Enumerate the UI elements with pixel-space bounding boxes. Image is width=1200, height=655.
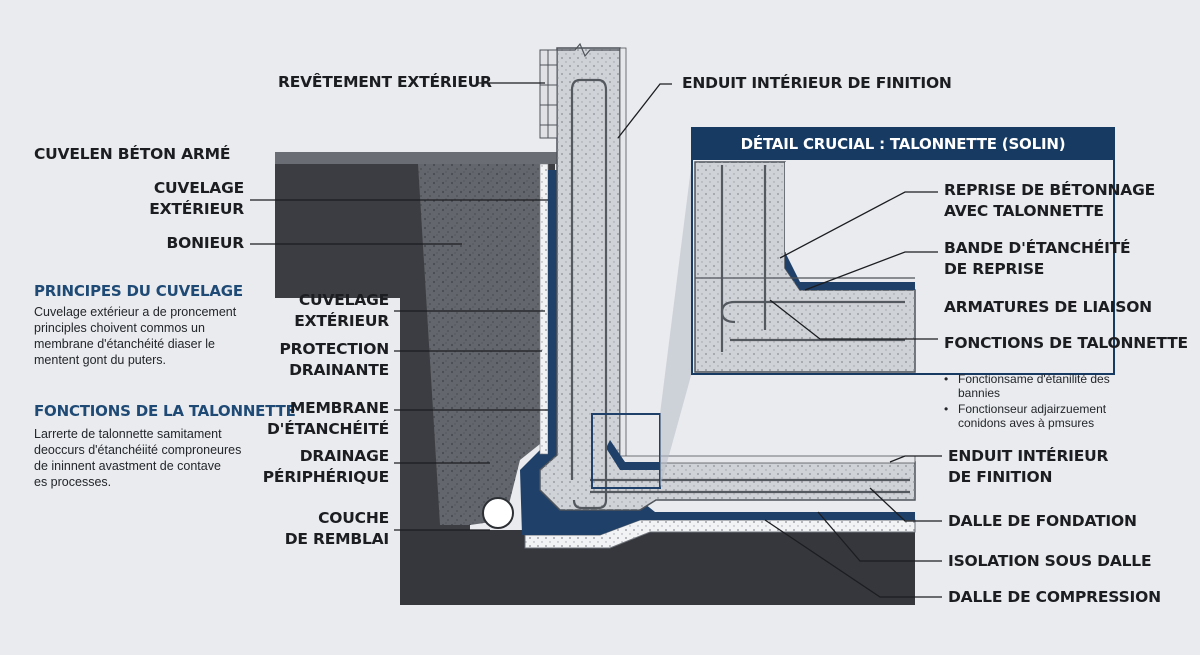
detail-bullets: Fonctionsame d'étanilité des bannies Fon… — [944, 372, 1110, 432]
fonctions-text: Larrerte de talonnette samitament deoccu… — [34, 426, 241, 490]
talonnette-band — [606, 440, 660, 470]
label-line: EXTÉRIEUR — [149, 200, 244, 218]
principes-title: PRINCIPES DU CUVELAGE — [34, 282, 243, 300]
membrane-under-slab — [520, 450, 915, 535]
bullet-item: Fonctionseur adjairzuement conidons aves… — [944, 402, 1110, 430]
label-revetement-exterieur: REVÊTEMENT EXTÉRIEUR — [278, 73, 492, 91]
label-line: D'ÉTANCHÉITÉ — [266, 420, 389, 438]
drain-pipe — [482, 497, 514, 529]
label-drainage-peripherique: DRAINAGE PÉRIPHÉRIQUE — [240, 446, 389, 488]
label-enduit-interieur-top: ENDUIT INTÉRIEUR DE FINITION — [682, 74, 952, 92]
label-bande-etancheite: BANDE D'ÉTANCHÉITÉ DE REPRISE — [944, 238, 1131, 280]
bullet-line: conidons aves à pmsures — [958, 416, 1095, 430]
detail-header: DÉTAIL CRUCIAL : TALONNETTE (SOLIN) — [692, 128, 1114, 160]
text-line: de ininnent avastment de contave — [34, 459, 221, 473]
label-dalle-compression: DALLE DE COMPRESSION — [948, 588, 1161, 606]
label-couche-remblai: COUCHE DE REMBLAI — [240, 508, 389, 550]
label-line: CUVELAGE — [153, 179, 244, 197]
wall-rebars — [570, 78, 910, 510]
text-line: es processes. — [34, 475, 112, 489]
text-line: Cuvelage extérieur a de proncement — [34, 305, 237, 319]
label-isolation-sous-dalle: ISOLATION SOUS DALLE — [948, 552, 1152, 570]
label-reprise-betonnage: REPRISE DE BÉTONNAGE AVEC TALONNETTE — [944, 180, 1155, 222]
label-line: DE REMBLAI — [284, 530, 389, 548]
detail-projection — [660, 160, 692, 488]
label-line: ENDUIT INTÉRIEUR — [948, 447, 1109, 465]
label-line: DRAINANTE — [289, 361, 389, 379]
text-line: deoccurs d'étanchéiité comproneures — [34, 443, 242, 457]
text-line: Larrerte de talonnette samitament — [34, 427, 222, 441]
ground-surface — [275, 152, 557, 164]
label-line: MEMBRANE — [289, 399, 389, 417]
fonctions-title: FONCTIONS DE LA TALONNETTE — [34, 402, 296, 420]
membrane-wall — [548, 170, 557, 455]
principes-text: Cuvelage extérieur a de proncement princ… — [34, 304, 236, 368]
interior-finish-wall — [619, 47, 627, 463]
label-line: PÉRIPHÉRIQUE — [262, 468, 389, 486]
detail-drawing — [694, 161, 916, 373]
bullet-line: Fonctionsame d'étanilité des — [958, 372, 1110, 386]
label-membrane-etancheite: MEMBRANE D'ÉTANCHÉITÉ — [240, 398, 389, 440]
text-line: mentent gont du puters. — [34, 353, 167, 367]
bullet-line: bannies — [958, 386, 1001, 400]
text-line: principles choivent commos un — [34, 321, 205, 335]
label-dalle-fondation: DALLE DE FONDATION — [948, 512, 1137, 530]
bullet-line: Fonctionseur adjairzuement — [958, 402, 1107, 416]
label-line: BANDE D'ÉTANCHÉITÉ — [944, 239, 1131, 257]
leader-lines — [250, 82, 942, 598]
label-line: AVEC TALONNETTE — [944, 202, 1104, 220]
soil-lower — [400, 530, 915, 605]
bullet-item: Fonctionsame d'étanilité des bannies — [944, 372, 1110, 400]
label-line: DE FINITION — [948, 468, 1053, 486]
label-line: REPRISE DE BÉTONNAGE — [944, 181, 1155, 199]
label-cuvelen-beton: CUVELEN BÉTON ARMÉ — [34, 145, 231, 163]
label-cuvelage-exterieur-1: CUVELAGE EXTÉRIEUR — [100, 178, 244, 220]
label-line: DRAINAGE — [299, 447, 389, 465]
label-cuvelage-exterieur-2: CUVELAGE EXTÉRIEUR — [240, 290, 389, 332]
label-enduit-interieur-right: ENDUIT INTÉRIEUR DE FINITION — [948, 446, 1108, 488]
text-line: membrane d'étanchéité diaser le — [34, 337, 215, 351]
label-line: DE REPRISE — [944, 260, 1045, 278]
label-fonctions-talonnette: FONCTIONS DE TALONNETTE — [944, 334, 1188, 352]
label-bonieur: BONIEUR — [166, 234, 245, 252]
label-line: COUCHE — [318, 509, 389, 527]
label-armatures-liaison: ARMATURES DE LIAISON — [944, 298, 1152, 316]
label-line: PROTECTION — [279, 340, 390, 358]
label-line: EXTÉRIEUR — [294, 312, 389, 330]
label-protection-drainante: PROTECTION DRAINANTE — [240, 339, 390, 381]
label-line: CUVELAGE — [298, 291, 389, 309]
